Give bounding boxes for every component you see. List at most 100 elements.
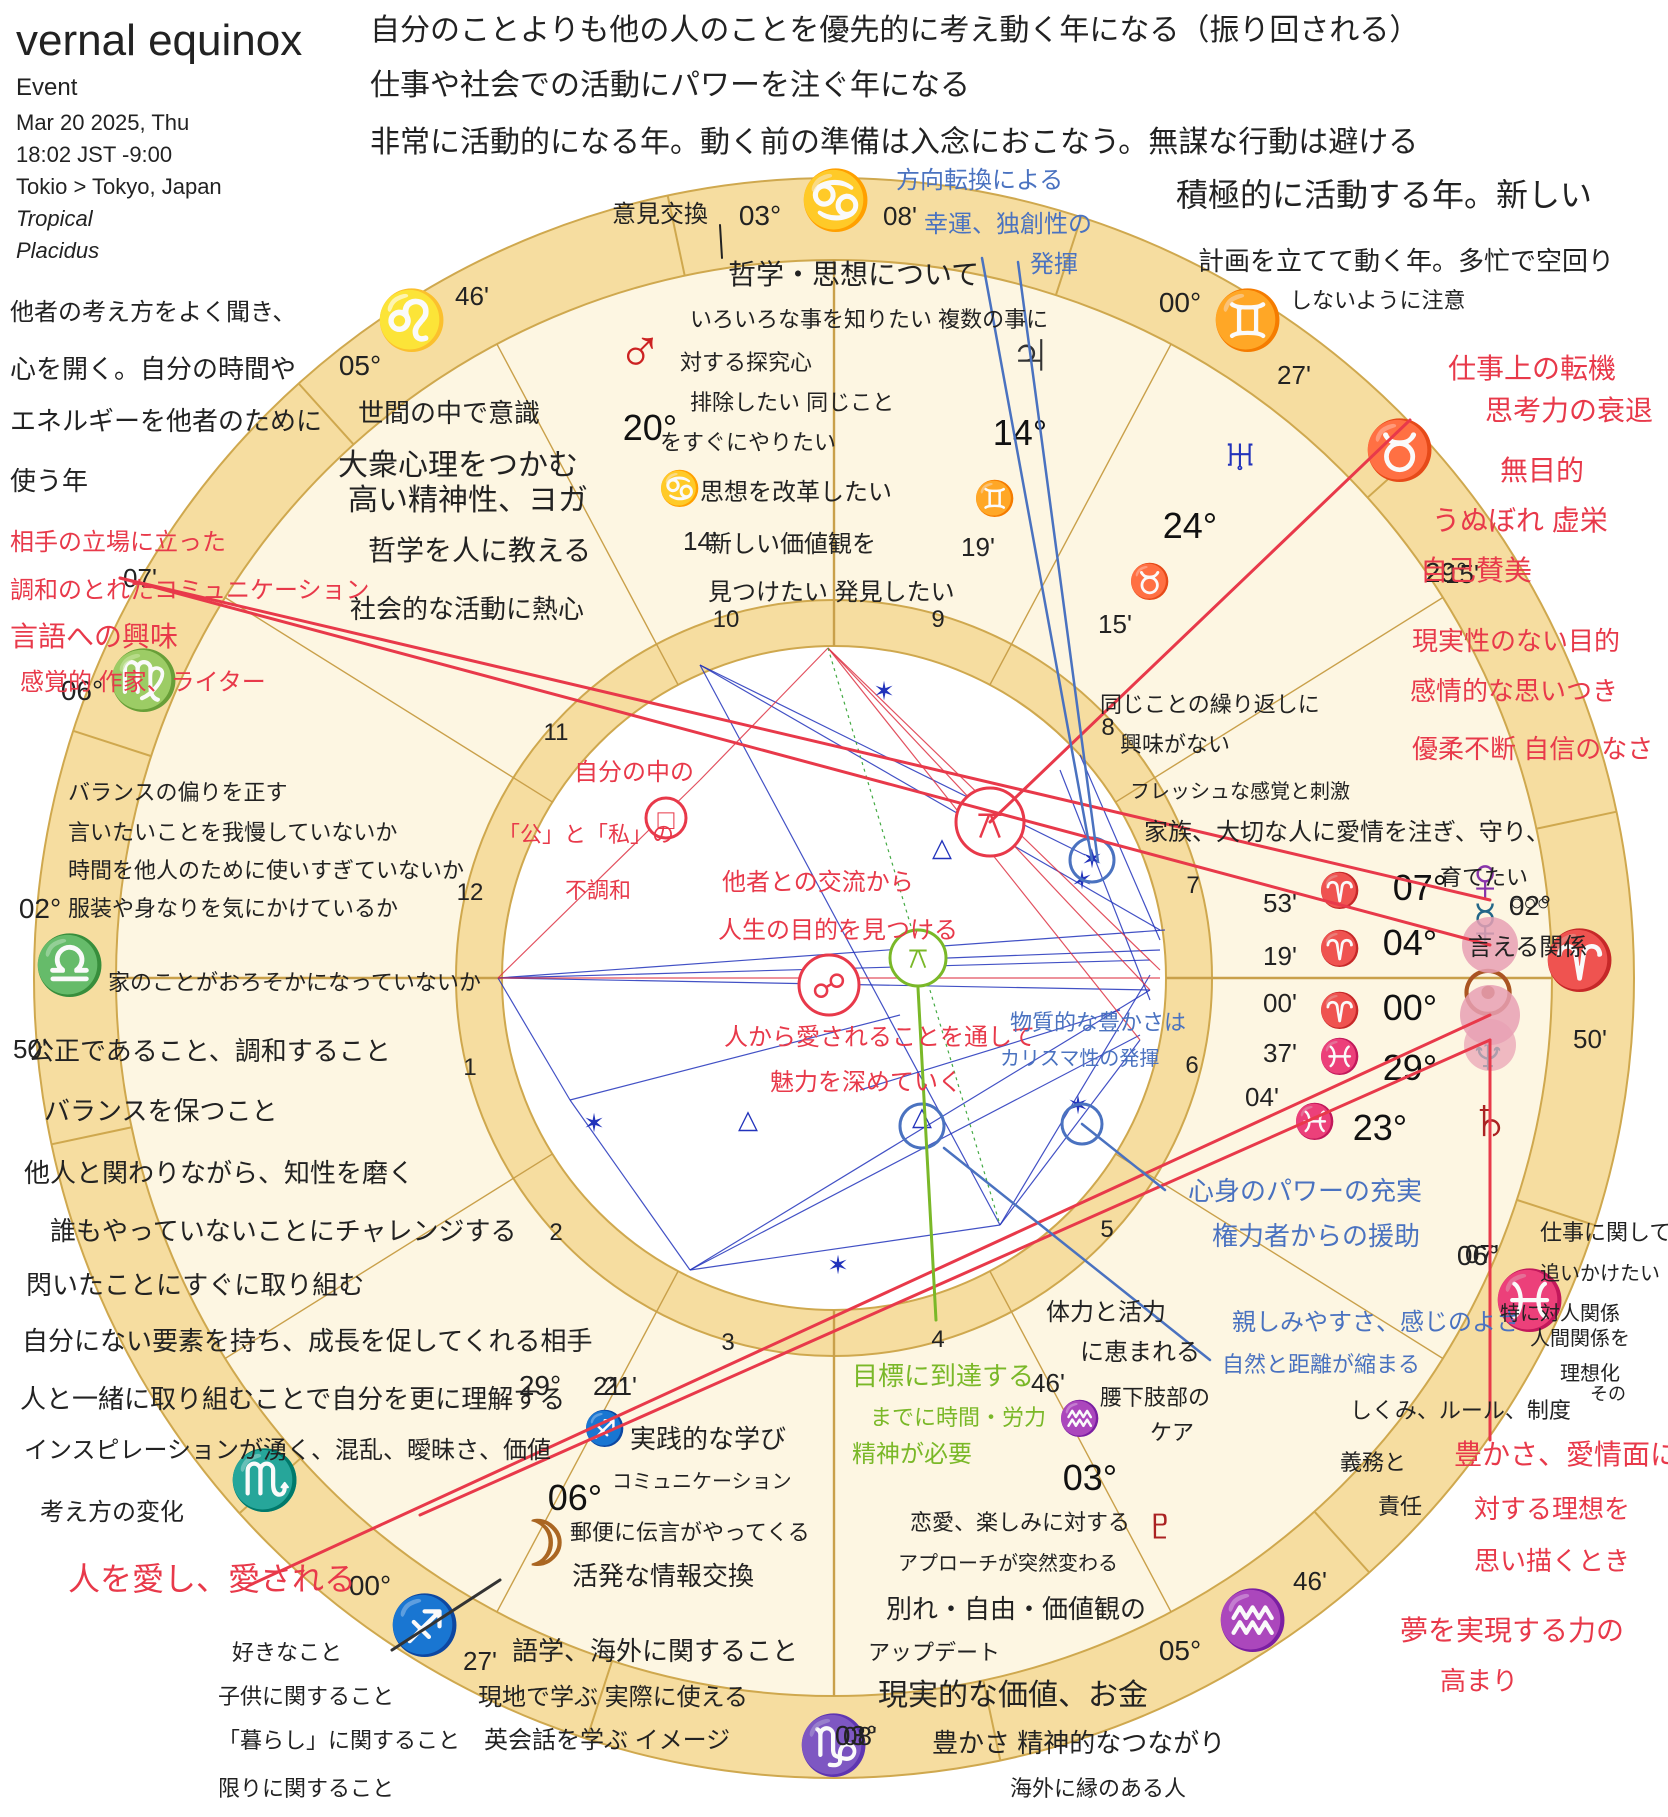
note-aq6: 豊かさ 精神的なつながり	[932, 1728, 1225, 1758]
sign-degree-label: 03°	[835, 1720, 877, 1751]
note-red-c5: 人生の目的を見つける	[718, 917, 958, 944]
house-cusp-line	[224, 596, 553, 803]
sign-degree-label: 05°	[1159, 1635, 1201, 1666]
sign-divider	[1054, 216, 1083, 296]
note-right-top2: 計画を立てて動く年。多忙で空回り	[1198, 246, 1614, 276]
note-red-love: 人を愛し、愛される	[68, 1561, 356, 1597]
note-sag1: 実践的な学び	[630, 1424, 786, 1454]
moon-arrow	[390, 1578, 502, 1652]
event-date: Mar 20 2025, Thu	[16, 110, 190, 135]
sign-minute-label: 07'	[123, 563, 157, 593]
house-number-1: 1	[463, 1054, 476, 1081]
planet-minute-label: 04'	[1245, 1082, 1279, 1112]
house-cusp-line	[989, 1270, 1172, 1613]
note-bot-l1: 好きなこと	[232, 1640, 342, 1665]
note-green3: 精神が必要	[852, 1441, 972, 1468]
note-blue-r3: 親しみやすさ、感じのよさ	[1232, 1309, 1520, 1336]
note-fair7: 人と一緒に取り組むことで自分を更に理解する	[20, 1384, 565, 1414]
note-h7-2: 育てたい	[1440, 865, 1528, 890]
sign-divider	[238, 1457, 302, 1515]
house-number-8: 8	[1101, 714, 1114, 741]
gemini-icon: ♊	[1212, 287, 1284, 353]
note-red-l4: 感覚的 作家、ライター	[20, 669, 266, 696]
note-blue-top2: 幸運、独創性の	[924, 211, 1092, 238]
libra-icon: ♎	[34, 932, 106, 998]
note-pis7: しくみ、ルール、制度	[1350, 1398, 1571, 1423]
planet-degree-label: 03°	[1063, 1457, 1117, 1498]
note-bal3: 時間を他人のために使いすぎていないか	[68, 858, 464, 883]
square-circle	[644, 796, 688, 840]
note-left4: 使う年	[10, 466, 88, 496]
sun-connector-2	[418, 1038, 1492, 1517]
note-green1: 目標に到達する	[852, 1361, 1034, 1391]
aspect-line	[1059, 769, 1151, 1001]
chart-title: vernal equinox	[16, 16, 303, 65]
aspect-line	[689, 1224, 1001, 1271]
capricorn-icon: ♑	[798, 1712, 870, 1778]
house-number-12: 12	[457, 879, 484, 906]
sign-minute-label: 27'	[463, 1646, 497, 1676]
note-pis4: 人間関係を	[1530, 1327, 1630, 1350]
event-type: Event	[16, 74, 78, 101]
virgo-icon: ♍	[108, 647, 180, 713]
note-h8-1: 同じことの繰り返しに	[1100, 692, 1320, 717]
house-number-11: 11	[544, 719, 569, 746]
note-leo-3: 高い精神性、ヨガ	[348, 484, 588, 517]
note-red-c1: 自分の中の	[574, 759, 694, 786]
planet-sign-glyph: ♈	[1319, 991, 1361, 1030]
note-bot-l3: 「暮らし」に関すること	[218, 1728, 460, 1753]
sign-minute-label: 46'	[1293, 1566, 1327, 1596]
note-aq5: 現実的な価値、お金	[878, 1679, 1148, 1712]
note-pis1: 仕事に関して夢、理想を	[1540, 1220, 1668, 1245]
aspect-glyph: ✶	[583, 1108, 605, 1138]
taurus-icon: ♉	[1364, 417, 1436, 483]
house-cusp-line	[496, 343, 679, 686]
pluto-icon: ♇	[1137, 1490, 1184, 1559]
note-red-l3: 言語への興味	[10, 621, 178, 652]
venus-connector	[118, 576, 1492, 902]
note-h4-2: に恵まれる	[1080, 1339, 1200, 1366]
moon-icon: ☽	[510, 1510, 566, 1579]
planet-minute-label: 46'	[1031, 1368, 1065, 1398]
aspect-glyph: △	[738, 1104, 758, 1134]
note-right-top1: 積極的に活動する年。新しい	[1176, 177, 1592, 213]
quincunx-connector	[988, 418, 1412, 824]
note-pis8: 義務と	[1340, 1450, 1406, 1475]
planet-degree-label: 20°	[623, 407, 677, 448]
note-h8-2: 興味がない	[1120, 732, 1230, 757]
planet-degree-label: 24°	[1163, 505, 1217, 546]
note-h4-1: 体力と活力	[1046, 1299, 1166, 1326]
note-top2: 仕事や社会での活動にパワーを注ぐ年になる	[370, 69, 970, 102]
note-mc-3: 対する探究心	[680, 350, 812, 375]
trine-connector	[942, 1146, 1212, 1362]
sign-divider	[666, 195, 686, 276]
note-fair3: 他人と関わりながら、知性を磨く	[24, 1158, 414, 1188]
aries-icon: ♈	[1544, 927, 1616, 993]
note-bot-l4: 限りに関すること	[218, 1776, 394, 1801]
sign-degree-label: 06°	[61, 675, 103, 706]
note-red-b3: 思い描くとき	[1474, 1546, 1630, 1576]
note-h8-3: フレッシュな感覚と刺激	[1130, 780, 1350, 803]
note-leo-5: 社会的な活動に熱心	[350, 594, 584, 624]
sign-divider	[72, 729, 152, 758]
sign-divider	[982, 1680, 1002, 1761]
sign-divider	[585, 1660, 614, 1740]
house-cusp-line	[224, 1153, 553, 1360]
planet-degree-label: 23°	[1353, 1107, 1407, 1148]
note-pis5: 理想化	[1560, 1362, 1620, 1385]
note-blue-r1: 心身のパワーの充実	[1188, 1176, 1422, 1206]
planet-minute-label: 19'	[1263, 941, 1297, 971]
note-left1: 他者の考え方をよく聞き、	[10, 299, 296, 326]
note-mc-top: 意見交換	[612, 201, 708, 228]
note-h4-3: 腰下肢部の	[1100, 1385, 1210, 1410]
note-red-c6: 人から愛されることを通して	[724, 1024, 1035, 1051]
leo-icon: ♌	[376, 287, 448, 353]
sign-minute-label: 07'	[1465, 1239, 1499, 1269]
aspect-line	[859, 1009, 1121, 1091]
note-bot-l2: 子供に関すること	[218, 1684, 394, 1709]
note-top3: 非常に活動的になる年。動く前の準備は入念におこなう。無謀な行動は避ける	[370, 126, 1418, 159]
sign-degree-label: 02°	[1509, 890, 1551, 921]
note-red-b4: 夢を実現する力の	[1400, 1615, 1624, 1646]
note-pis9: 責任	[1378, 1494, 1422, 1519]
note-pis6: その	[1590, 1384, 1626, 1404]
